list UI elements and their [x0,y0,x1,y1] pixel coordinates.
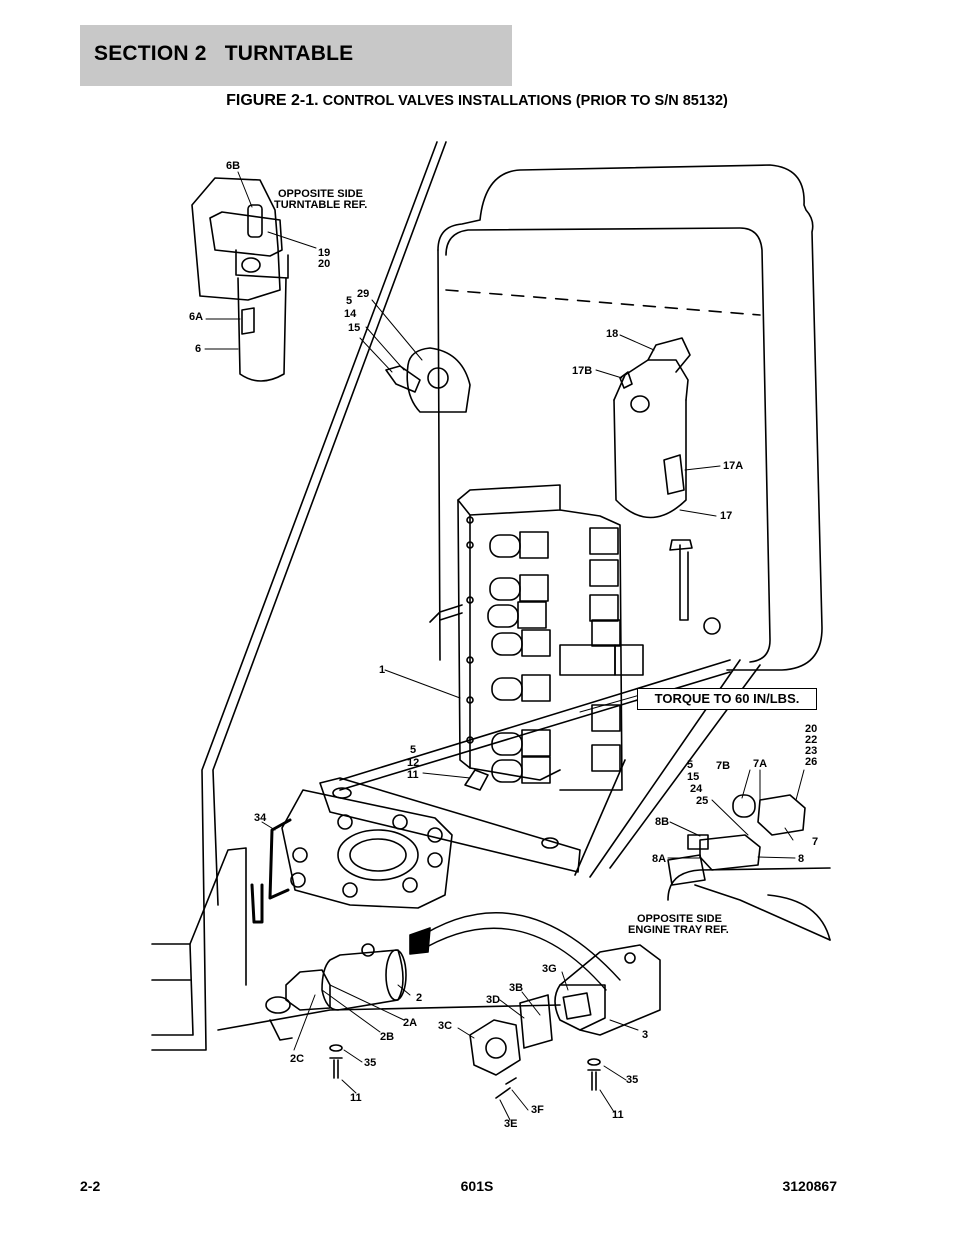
label-12: 12 [407,757,419,769]
label-15: 15 [687,771,699,783]
label-25: 25 [696,795,708,807]
footer-page-number: 2-2 [80,1178,101,1194]
label-1: 1 [379,664,385,676]
label-15: 15 [348,322,360,334]
filter-6 [191,177,289,382]
label-6: 6 [195,343,201,355]
callout-opposite-turntable-2: TURNTABLE REF. [274,199,367,211]
figure-title: FIGURE 2-1. CONTROL VALVES INSTALLATIONS… [0,92,954,110]
label-23: 23 [805,745,817,757]
label-3E: 3E [504,1118,517,1130]
label-35: 35 [364,1057,376,1069]
label-8A: 8A [652,853,666,865]
label-29: 29 [357,288,369,300]
section-number: SECTION 2 [94,42,207,65]
label-26: 26 [805,756,817,768]
label-20: 20 [805,723,817,735]
label-24: 24 [690,783,703,795]
label-6B: 6B [226,160,240,172]
callout-opposite-engine-1: OPPOSITE SIDE [637,913,722,925]
label-7B: 7B [716,760,730,772]
component-29 [385,347,471,413]
label-7A: 7A [753,758,767,770]
label-2C: 2C [290,1053,304,1065]
label-3D: 3D [486,994,500,1006]
label-11: 11 [407,769,419,781]
label-8: 8 [798,853,804,865]
mount-plate-34 [250,789,453,924]
label-22: 22 [805,734,817,746]
label-7: 7 [812,836,818,848]
footer-doc-number: 3120867 [782,1178,837,1194]
section-title: TURNTABLE [224,42,354,65]
figure-number: FIGURE 2-1. [226,92,319,109]
fasteners [329,1044,601,1099]
label-5: 5 [687,759,693,771]
part-labels: OPPOSITE SIDE TURNTABLE REF. 6B 19 20 6A… [189,160,818,1130]
label-34: 34 [254,812,267,824]
label-17: 17 [720,510,732,522]
valve-solenoid [491,629,551,657]
label-17B: 17B [572,365,592,377]
label-17A: 17A [723,460,743,472]
label-3F: 3F [531,1104,544,1116]
label-8B: 8B [655,816,669,828]
label-3C: 3C [438,1020,452,1032]
turntable-side-plate [151,141,561,1051]
valve-8 [667,834,761,886]
section-header: SECTION 2 TURNTABLE [94,42,353,66]
curved-arrow [409,912,621,991]
callout-opposite-turntable-1: OPPOSITE SIDE [278,188,363,200]
label-3B: 3B [509,982,523,994]
label-3G: 3G [542,963,557,975]
valve-solenoid [491,674,551,702]
callout-opposite-engine-2: ENGINE TRAY REF. [628,924,729,936]
torque-callout: TORQUE TO 60 IN/LBS. [637,688,817,710]
label-19: 19 [318,247,330,259]
label-5: 5 [346,295,352,307]
label-18: 18 [606,328,618,340]
label-14: 14 [344,308,357,320]
valve-solenoid [491,729,551,757]
valve-solenoid [491,756,551,784]
label-2A: 2A [403,1017,417,1029]
label-35: 35 [626,1074,638,1086]
figure-caption: CONTROL VALVES INSTALLATIONS (PRIOR TO S… [322,93,728,109]
section-header-bar: SECTION 2 TURNTABLE [80,25,512,86]
label-20: 20 [318,258,330,270]
valve-solenoid [487,601,547,629]
leader-lines [204,171,805,1121]
drain-tube [669,539,721,635]
label-2B: 2B [380,1031,394,1043]
label-2: 2 [416,992,422,1004]
label-5: 5 [410,744,416,756]
label-11: 11 [612,1109,624,1121]
valve-solenoid [489,574,549,602]
control-valve-bank [429,484,644,791]
valve-solenoid [489,531,549,559]
pump-3 [469,944,661,1076]
label-6A: 6A [189,311,203,323]
label-11: 11 [350,1092,362,1104]
engine-tray [667,867,831,941]
valve-7 [732,794,806,836]
filter-17 [613,337,691,519]
motor-2 [265,943,407,1041]
label-3: 3 [642,1029,648,1041]
footer-model: 601S [460,1178,494,1194]
